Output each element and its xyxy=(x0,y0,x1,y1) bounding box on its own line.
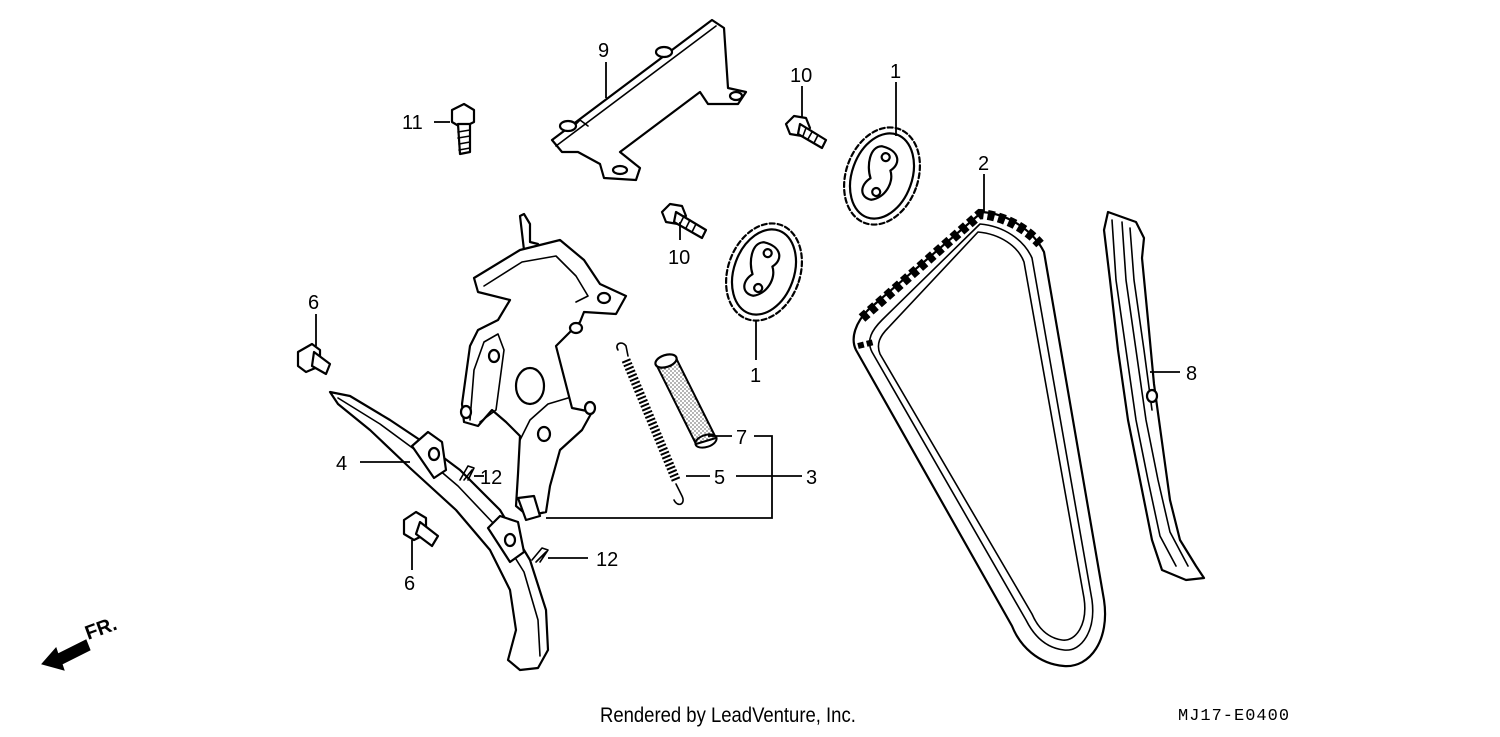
tensioner-arm-assembly[interactable] xyxy=(459,212,628,522)
tensioner-spring[interactable] xyxy=(616,342,684,506)
callout-12-lower: 12 xyxy=(596,549,618,571)
bolt-10-lower[interactable] xyxy=(660,202,708,240)
diagram-code: MJ17-E0400 xyxy=(1178,707,1291,726)
cam-sprocket-lower[interactable] xyxy=(713,213,815,332)
callout-8: 8 xyxy=(1186,363,1197,385)
callout-1-upper: 1 xyxy=(890,61,901,83)
callout-7: 7 xyxy=(736,427,747,449)
callout-10-upper: 10 xyxy=(790,65,812,87)
callout-9: 9 xyxy=(598,40,609,62)
callout-11: 11 xyxy=(402,112,423,134)
callout-4: 4 xyxy=(336,453,347,475)
cam-chain[interactable] xyxy=(852,208,1107,668)
tensioner-roller[interactable] xyxy=(654,352,719,450)
chain-tensioner-slipper[interactable] xyxy=(328,390,550,672)
callout-6-upper: 6 xyxy=(308,292,319,314)
clip-12-lower[interactable] xyxy=(531,547,549,563)
callout-3: 3 xyxy=(806,467,817,489)
callout-1-lower: 1 xyxy=(750,365,761,387)
pivot-bolt-6-upper[interactable] xyxy=(296,342,332,376)
cam-sprocket-upper[interactable] xyxy=(831,117,933,236)
clip-12-upper[interactable] xyxy=(459,465,475,481)
callout-6-lower: 6 xyxy=(404,573,415,595)
callout-2: 2 xyxy=(978,153,989,175)
chain-guide-right[interactable] xyxy=(1102,210,1206,582)
front-direction-arrow-icon: FR. xyxy=(41,613,120,671)
bolt-11[interactable] xyxy=(450,102,476,156)
upper-chain-guide-bracket[interactable] xyxy=(550,18,748,182)
leader-lines xyxy=(315,62,1180,570)
callout-12-upper: 12 xyxy=(480,467,502,489)
render-credit: Rendered by LeadVenture, Inc. xyxy=(600,704,856,727)
direction-label: FR. xyxy=(82,613,120,645)
pivot-bolt-6-lower[interactable] xyxy=(402,510,440,548)
callout-10-lower: 10 xyxy=(668,247,690,269)
bolt-10-upper[interactable] xyxy=(784,114,828,150)
callout-5: 5 xyxy=(714,467,725,489)
